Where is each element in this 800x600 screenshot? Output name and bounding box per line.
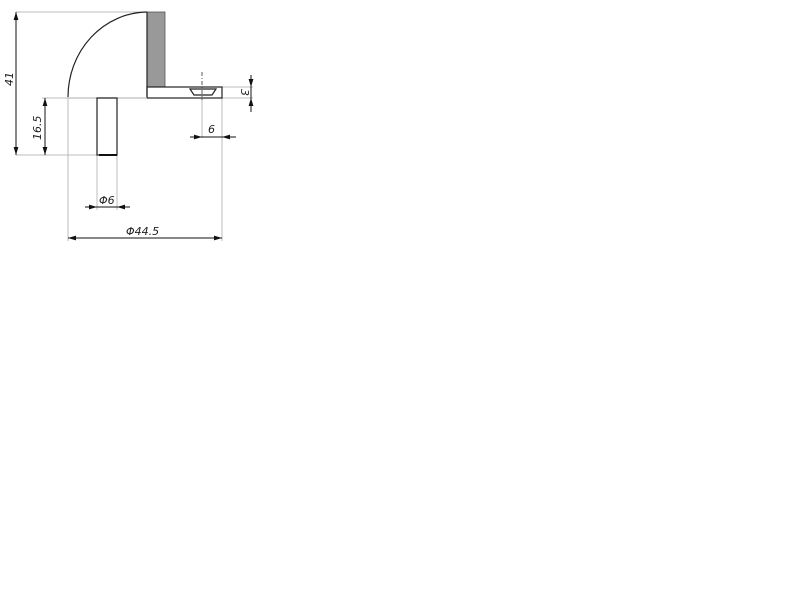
extension-lines <box>16 11 253 241</box>
pin <box>96 97 118 156</box>
dim-label-height: 41 <box>3 72 16 86</box>
dim-label-pin-diameter: Φ6 <box>99 194 115 207</box>
countersink-hole <box>188 88 218 96</box>
part-outline <box>67 11 223 156</box>
wall-section <box>146 11 166 88</box>
dimension-lines <box>13 12 254 241</box>
dim-label-pin-height: 16.5 <box>31 116 44 141</box>
dim-label-base-diameter: Φ44.5 <box>126 225 159 238</box>
dim-label-hole-offset: 6 <box>208 123 215 136</box>
dim-label-plate-thickness: 3 <box>238 89 251 96</box>
